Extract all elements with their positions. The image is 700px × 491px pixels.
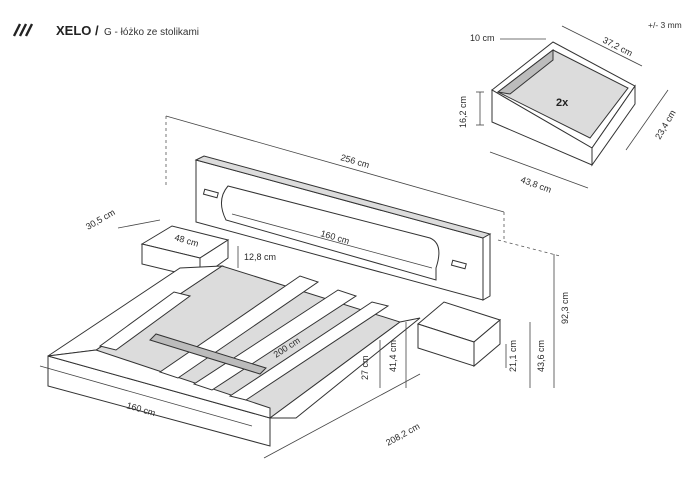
drawer-depth-label: 37,2 cm <box>601 35 634 58</box>
product-subtitle: G - łóżko ze stolikami <box>104 27 199 38</box>
drawer-count-label: 2x <box>556 97 569 109</box>
top-height-label: 41,4 cm <box>388 340 398 372</box>
drawer-offset-label: 10 cm <box>470 33 495 43</box>
nightstand-height-right-label: 21,1 cm <box>508 340 518 372</box>
tolerance-note: +/- 3 mm <box>648 20 682 30</box>
headboard-height-label: 92,3 cm <box>560 292 570 324</box>
bed-frame-drawing <box>47 155 502 447</box>
drawer-height-label: 16,2 cm <box>458 96 468 128</box>
product-title: XELO / <box>56 23 99 38</box>
nightstand-depth-label: 30,5 cm <box>84 207 117 232</box>
drawer-side-label: 23,4 cm <box>653 108 678 141</box>
nightstand-total-height-label: 43,6 cm <box>536 340 546 372</box>
overall-length-label: 256 cm <box>339 152 370 170</box>
triple-slash-logo-icon <box>12 23 34 37</box>
nightstand-height-left-label: 12,8 cm <box>244 252 276 262</box>
side-height-label: 27 cm <box>360 355 370 380</box>
drawer-front-width-label: 43,8 cm <box>519 174 553 194</box>
frame-depth-label: 208,2 cm <box>384 421 421 448</box>
drawer-detail: 2x <box>491 41 636 167</box>
